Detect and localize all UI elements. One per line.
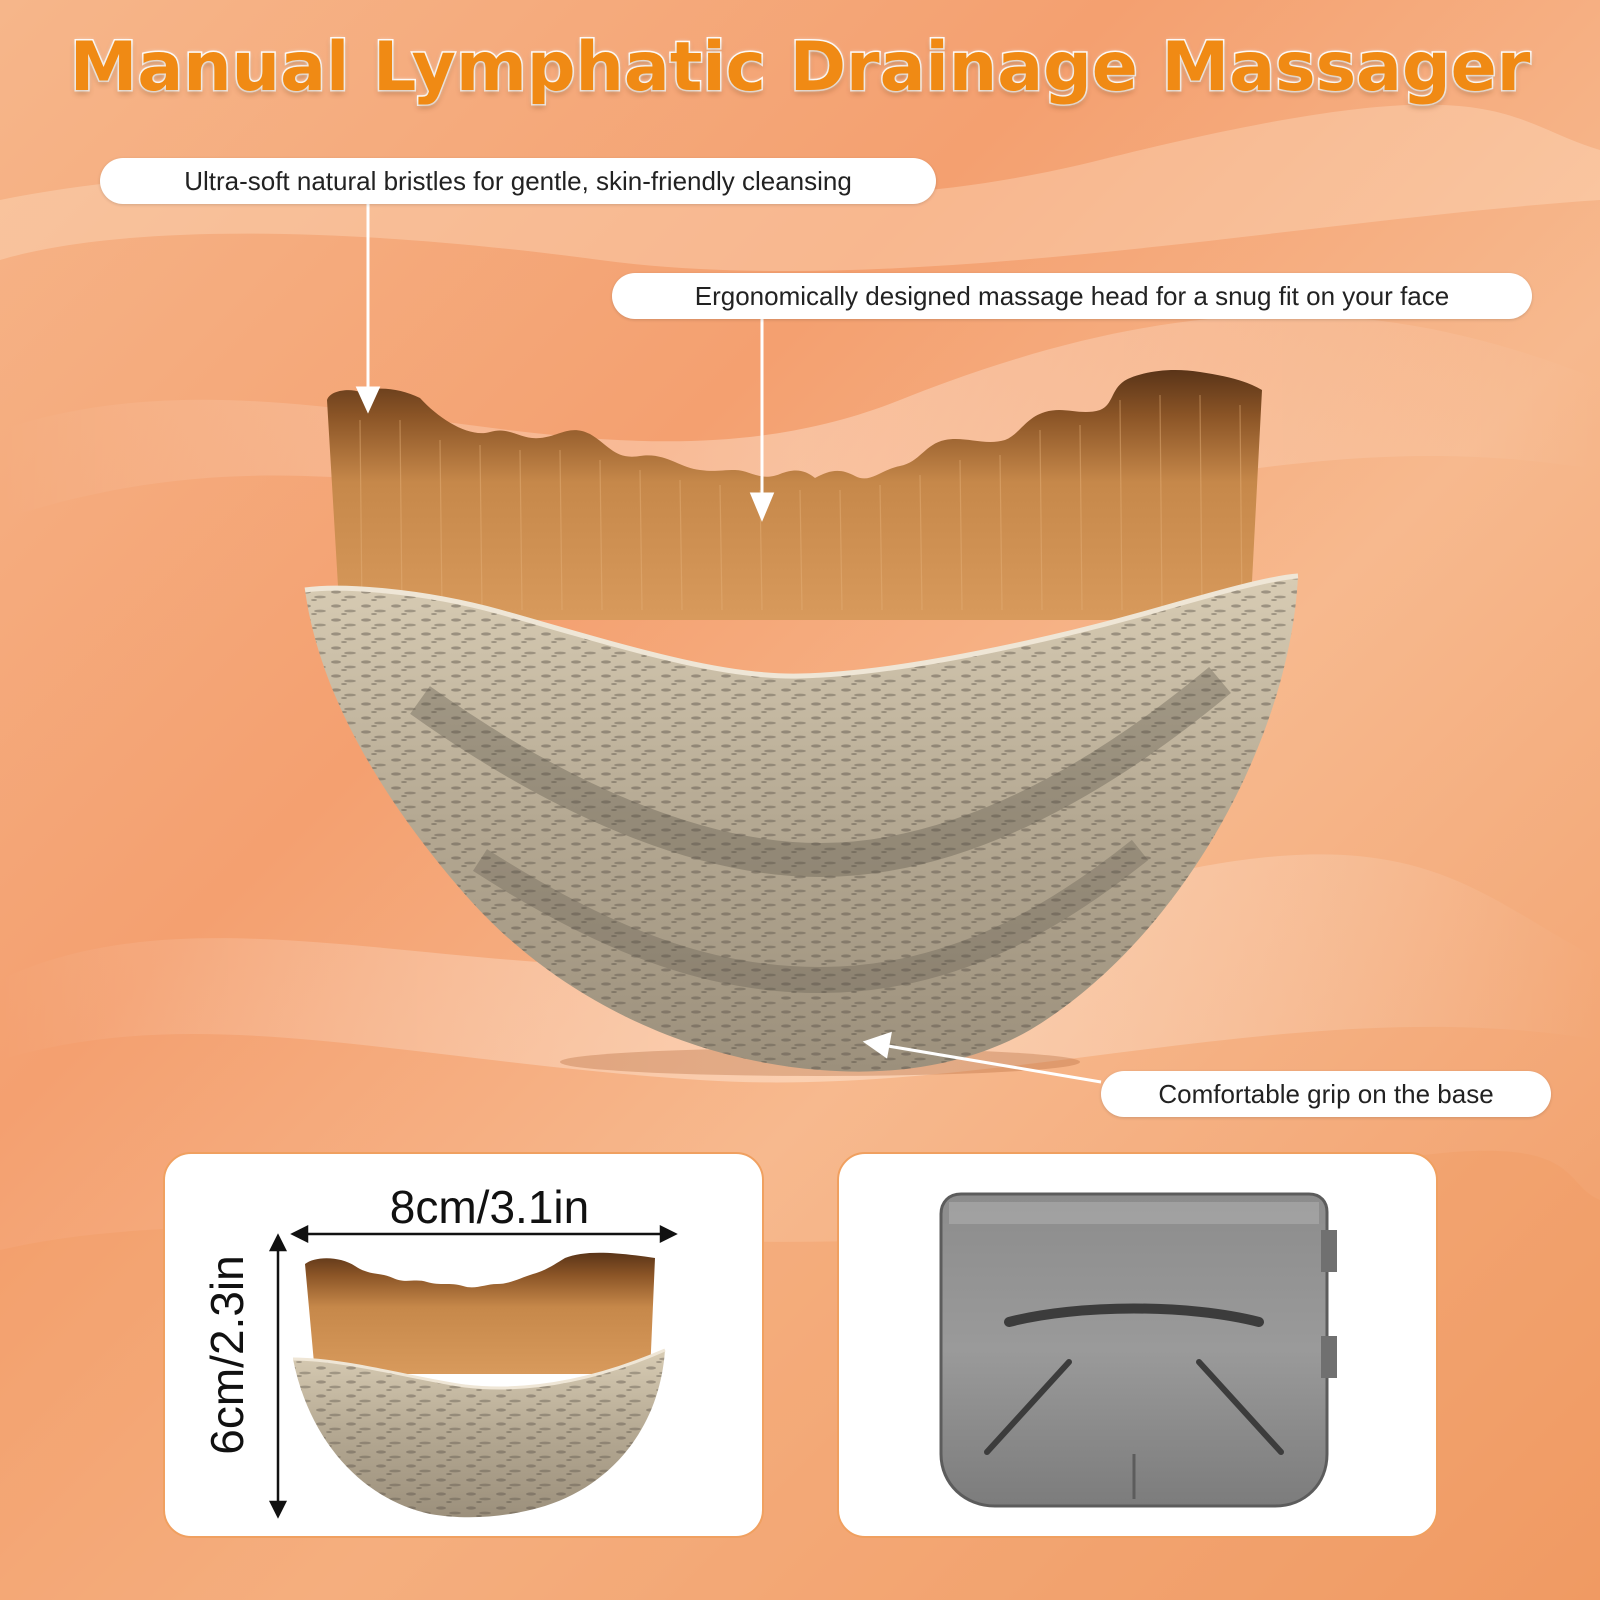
storage-case-panel xyxy=(837,1152,1438,1538)
callout-massage-head: Ergonomically designed massage head for … xyxy=(612,273,1532,319)
page-title: Manual Lymphatic Drainage Massager xyxy=(68,27,1532,109)
callout-grip: Comfortable grip on the base xyxy=(1101,1071,1551,1117)
size-illustration xyxy=(268,1224,678,1519)
size-panel: 8cm/3.1in 6cm/2.3in xyxy=(163,1152,764,1538)
height-dimension: 6cm/2.3in xyxy=(201,1255,253,1455)
storage-case-icon xyxy=(939,1192,1337,1508)
width-dimension: 8cm/3.1in xyxy=(389,1181,590,1233)
callout-bristles: Ultra-soft natural bristles for gentle, … xyxy=(100,158,936,204)
